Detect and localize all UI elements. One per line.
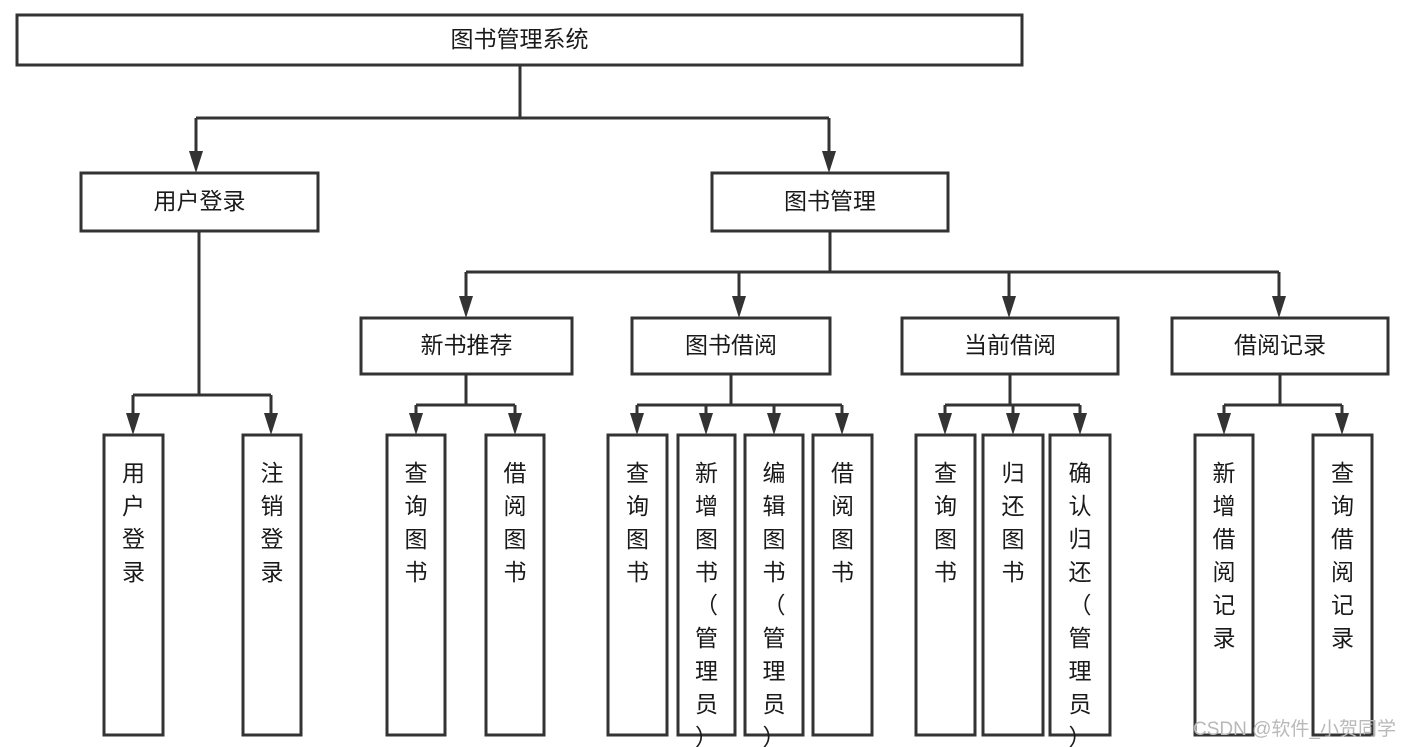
leaf-node-leaf-user-logout[interactable]: 注销登录 — [241, 433, 303, 737]
arrow-head-current-borrow-to-leaves-1 — [1006, 413, 1020, 435]
node-rect-leaf-return-book — [981, 433, 1045, 737]
node-label-leaf-query-book-recommend: 查询图书 — [405, 460, 428, 585]
arrow-head-root-to-level2-0 — [189, 151, 203, 173]
arrow-head-book-borrow-to-leaves-0 — [630, 413, 644, 435]
node-label-user-login: 用户登录 — [154, 188, 246, 214]
node-label-book-management: 图书管理 — [784, 188, 876, 214]
node-label-leaf-add-book-admin: 新增图书（管理员） — [695, 460, 718, 747]
node-rect-leaf-query-book-borrow — [606, 433, 669, 737]
node-label-leaf-confirm-return-admin: 确认归还（管理员） — [1069, 460, 1092, 747]
node-rect-leaf-confirm-return-admin — [1048, 433, 1112, 737]
node-label-book-borrow: 图书借阅 — [685, 332, 777, 358]
arrow-head-user-login-to-leaves-0 — [126, 413, 140, 435]
arrow-head-book-management-to-level3-1 — [732, 296, 746, 318]
node-label-leaf-user-logout: 注销登录 — [261, 460, 284, 585]
arrow-head-book-management-to-level3-0 — [459, 296, 473, 318]
node-rect-leaf-add-borrow-record — [1193, 433, 1255, 737]
arrow-head-book-borrow-to-leaves-3 — [835, 413, 849, 435]
arrow-head-book-management-to-level3-2 — [1002, 296, 1016, 318]
leaf-node-leaf-add-borrow-record[interactable]: 新增借阅记录 — [1193, 433, 1255, 737]
node-label-leaf-borrow-book-recommend: 借阅图书 — [504, 460, 527, 585]
arrow-head-book-management-to-level3-3 — [1272, 296, 1286, 318]
node-rect-leaf-user-logout — [241, 433, 303, 737]
leaf-node-leaf-confirm-return-admin[interactable]: 确认归还（管理员） — [1048, 433, 1112, 747]
node-label-leaf-query-book-current: 查询图书 — [934, 460, 957, 585]
arrow-head-book-borrow-to-leaves-2 — [767, 413, 781, 435]
node-label-leaf-return-book: 归还图书 — [1002, 460, 1025, 585]
root-node-root[interactable]: 图书管理系统 — [15, 13, 1024, 67]
level2-node-book-management[interactable]: 图书管理 — [710, 171, 950, 233]
connectors-layer — [126, 65, 1349, 435]
node-rect-new-book-recommend — [359, 316, 574, 376]
arrow-head-borrow-record-to-leaves-0 — [1217, 413, 1231, 435]
node-label-root: 图书管理系统 — [451, 26, 589, 52]
arrow-head-current-borrow-to-leaves-0 — [938, 413, 952, 435]
level3-node-book-borrow[interactable]: 图书借阅 — [630, 316, 832, 376]
leaf-node-leaf-edit-book-admin[interactable]: 编辑图书（管理员） — [743, 433, 805, 747]
node-label-leaf-query-book-borrow: 查询图书 — [626, 460, 649, 585]
node-rect-borrow-record — [1170, 316, 1390, 376]
arrow-head-new-book-recommend-to-leaves-1 — [508, 413, 522, 435]
leaf-node-leaf-query-book-borrow[interactable]: 查询图书 — [606, 433, 669, 737]
node-rect-root — [15, 13, 1024, 67]
leaf-node-leaf-user-login[interactable]: 用户登录 — [102, 433, 165, 737]
node-rect-book-borrow — [630, 316, 832, 376]
leaf-node-leaf-query-borrow-record[interactable]: 查询借阅记录 — [1311, 433, 1374, 737]
arrow-head-book-borrow-to-leaves-1 — [699, 413, 713, 435]
node-rect-leaf-user-login — [102, 433, 165, 737]
node-rect-book-management — [710, 171, 950, 233]
level2-node-user-login[interactable]: 用户登录 — [79, 171, 320, 233]
leaf-node-leaf-borrow-book[interactable]: 借阅图书 — [811, 433, 874, 737]
node-rect-user-login — [79, 171, 320, 233]
level3-node-new-book-recommend[interactable]: 新书推荐 — [359, 316, 574, 376]
nodes-layer: 图书管理系统用户登录图书管理新书推荐图书借阅当前借阅借阅记录用户登录注销登录查询… — [15, 13, 1390, 747]
arrow-head-user-login-to-leaves-1 — [264, 413, 278, 435]
leaf-node-leaf-query-book-recommend[interactable]: 查询图书 — [385, 433, 447, 737]
node-rect-current-borrow — [900, 316, 1120, 376]
leaf-node-leaf-add-book-admin[interactable]: 新增图书（管理员） — [676, 433, 737, 747]
node-rect-leaf-edit-book-admin — [743, 433, 805, 737]
arrow-head-new-book-recommend-to-leaves-0 — [409, 413, 423, 435]
node-label-borrow-record: 借阅记录 — [1234, 332, 1326, 358]
node-label-leaf-borrow-book: 借阅图书 — [831, 460, 854, 585]
node-label-leaf-user-login: 用户登录 — [122, 460, 145, 585]
node-rect-leaf-borrow-book — [811, 433, 874, 737]
level3-node-current-borrow[interactable]: 当前借阅 — [900, 316, 1120, 376]
node-label-leaf-add-borrow-record: 新增借阅记录 — [1213, 460, 1236, 651]
arrow-head-root-to-level2-1 — [822, 151, 836, 173]
node-label-current-borrow: 当前借阅 — [964, 332, 1056, 358]
level3-node-borrow-record[interactable]: 借阅记录 — [1170, 316, 1390, 376]
csdn-watermark: CSDN @软件_小贺同学 — [1193, 718, 1396, 740]
arrow-head-borrow-record-to-leaves-1 — [1335, 413, 1349, 435]
node-rect-leaf-add-book-admin — [676, 433, 737, 737]
leaf-node-leaf-borrow-book-recommend[interactable]: 借阅图书 — [484, 433, 546, 737]
node-label-new-book-recommend: 新书推荐 — [421, 332, 513, 358]
leaf-node-leaf-return-book[interactable]: 归还图书 — [981, 433, 1045, 737]
arrow-head-current-borrow-to-leaves-2 — [1073, 413, 1087, 435]
leaf-node-leaf-query-book-current[interactable]: 查询图书 — [914, 433, 977, 737]
node-rect-leaf-query-book-current — [914, 433, 977, 737]
node-rect-leaf-borrow-book-recommend — [484, 433, 546, 737]
node-rect-leaf-query-borrow-record — [1311, 433, 1374, 737]
node-label-leaf-edit-book-admin: 编辑图书（管理员） — [763, 460, 786, 747]
node-label-leaf-query-borrow-record: 查询借阅记录 — [1331, 460, 1354, 651]
node-rect-leaf-query-book-recommend — [385, 433, 447, 737]
